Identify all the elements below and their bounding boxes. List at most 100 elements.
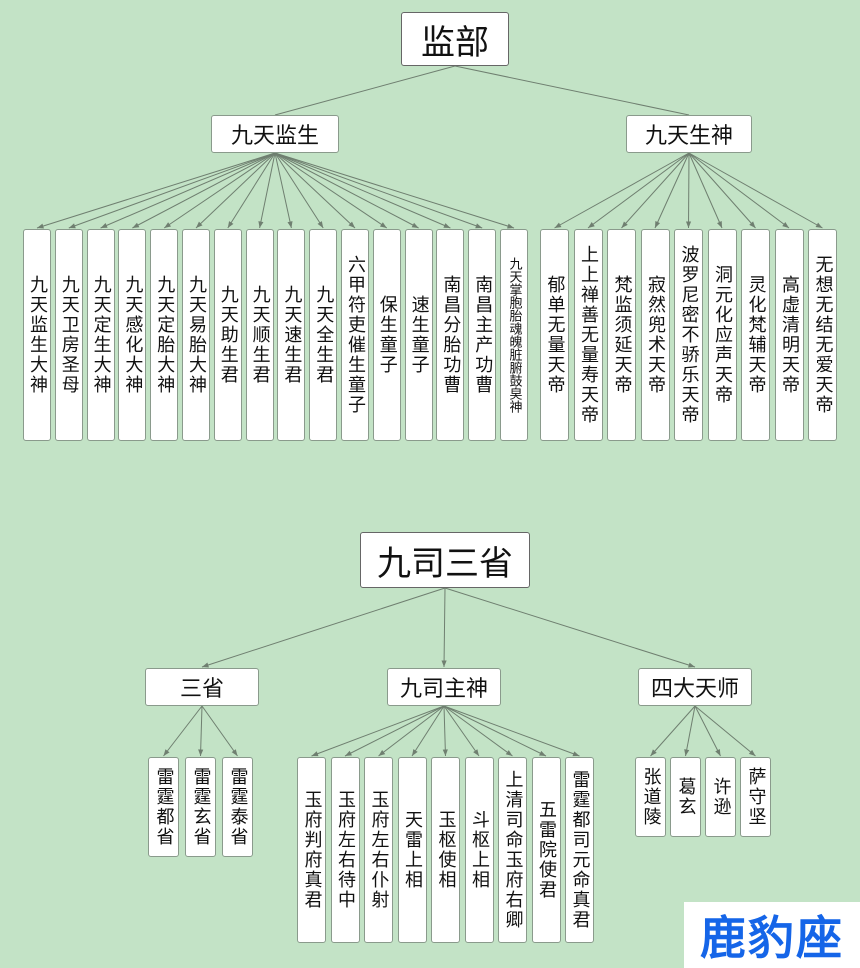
connector-arrowhead (411, 222, 419, 228)
connector-arrowhead (378, 750, 386, 756)
jiusi-zhushen-node: 九司主神 (387, 668, 501, 706)
connector-arrowhead (688, 662, 695, 668)
connector-arrowhead (412, 749, 418, 756)
connector-line (443, 587, 446, 668)
shengshen-leaf-2: 上上禅善无量寿天帝 (573, 229, 603, 441)
connector-line (274, 152, 292, 229)
connector-arrowhead (717, 221, 722, 228)
connector-arrowhead (749, 221, 756, 228)
connector-line (274, 152, 419, 229)
connector-arrowhead (782, 222, 789, 228)
connector-arrowhead (441, 660, 447, 667)
shengshen-leaf-8: 高虚清明天帝 (774, 229, 804, 441)
connector-line (274, 65, 456, 116)
jiansheng-leaf-12: 保生童子 (372, 229, 401, 441)
jiansheng-leaf-2: 九天卫房圣母 (54, 229, 83, 441)
connector-arrowhead (505, 750, 513, 756)
jiansheng-leaf-1: 九天监生大神 (23, 229, 51, 441)
connector-line (274, 152, 388, 229)
connector-line (163, 705, 203, 757)
jiutian-shengshen-node: 九天生神 (626, 115, 752, 153)
connector-line (443, 705, 480, 757)
jiansheng-leaf-10: 九天全生君 (309, 229, 338, 441)
connector-arrowhead (345, 750, 352, 756)
connector-line (454, 65, 690, 116)
connector-line (227, 152, 276, 229)
connector-line (311, 705, 445, 757)
connector-line (274, 152, 356, 229)
zhushen-leaf-3: 玉府左右仆射 (364, 757, 393, 943)
shengshen-leaf-6: 洞元化应声天帝 (707, 229, 737, 441)
connector-line (443, 705, 580, 757)
zhushen-leaf-6: 斗枢上相 (464, 757, 494, 943)
jianbu-title: 监部 (401, 12, 509, 66)
shengshen-leaf-7: 灵化梵辅天帝 (741, 229, 770, 441)
connector-line (650, 705, 696, 757)
connector-line (411, 705, 445, 757)
connector-arrowhead (507, 223, 514, 229)
jiutian-jiansheng-node: 九天监生 (211, 115, 339, 153)
connector-arrowhead (317, 221, 324, 228)
connector-arrowhead (311, 751, 319, 757)
shengshen-leaf-9: 无想无结无爱天帝 (808, 229, 837, 441)
connector-arrowhead (379, 222, 387, 228)
connector-arrowhead (443, 223, 451, 228)
connector-arrowhead (348, 221, 355, 228)
connector-arrowhead (588, 222, 595, 228)
jiusi-sansheng-title: 九司三省 (360, 532, 530, 588)
connector-arrowhead (539, 750, 546, 756)
sansheng-node: 三省 (145, 668, 259, 706)
connector-arrowhead (442, 749, 448, 756)
connector-line (201, 705, 238, 757)
jiansheng-leaf-5: 九天定胎大神 (150, 229, 179, 441)
shengshen-leaf-1: 郁单无量天帝 (540, 229, 569, 441)
connector-line (68, 152, 276, 229)
jiansheng-leaf-14: 南昌分胎功曹 (436, 229, 465, 441)
connector-line (274, 152, 451, 229)
connector-line (444, 587, 696, 668)
connector-line (201, 587, 446, 668)
shengshen-leaf-3: 梵监须延天帝 (607, 229, 636, 441)
connector-arrowhead (227, 221, 234, 228)
connector-arrowhead (37, 223, 44, 229)
connector-line (685, 705, 696, 757)
connector-arrowhead (258, 221, 264, 228)
tianshi-leaf-3: 许逊 (705, 757, 736, 837)
tianshi-leaf-2: 葛玄 (670, 757, 701, 837)
connector-line (274, 152, 483, 229)
connector-line (259, 152, 276, 229)
connector-line (688, 152, 723, 229)
connector-line (200, 705, 203, 757)
connector-arrowhead (196, 221, 203, 228)
connector-line (378, 705, 445, 757)
connector-arrowhead (473, 749, 479, 756)
jiansheng-leaf-11: 六甲符吏催生童子 (341, 229, 369, 441)
sansheng-leaf-3: 雷霆泰省 (222, 757, 253, 857)
connector-arrowhead (554, 222, 562, 228)
connector-line (163, 152, 276, 229)
zhushen-leaf-1: 玉府判府真君 (297, 757, 326, 943)
connector-arrowhead (685, 221, 692, 228)
shengshen-leaf-4: 寂然兜术天帝 (640, 229, 670, 441)
zhushen-leaf-5: 玉枢使相 (431, 757, 460, 943)
connector-arrowhead (684, 749, 690, 756)
sida-tianshi-node: 四大天师 (638, 668, 752, 706)
jiansheng-leaf-4: 九天感化大神 (118, 229, 147, 441)
connector-line (100, 152, 276, 229)
connector-line (688, 152, 756, 229)
connector-arrowhead (163, 749, 170, 756)
jiansheng-leaf-3: 九天定生大神 (86, 229, 115, 441)
connector-arrowhead (815, 222, 823, 228)
sansheng-leaf-1: 雷霆都省 (148, 757, 179, 857)
connector-line (132, 152, 276, 229)
sansheng-leaf-2: 雷霆玄省 (185, 757, 216, 857)
jiansheng-leaf-6: 九天易胎大神 (182, 229, 210, 441)
connector-line (344, 705, 445, 757)
connector-line (694, 705, 756, 757)
jiansheng-leaf-8: 九天顺生君 (245, 229, 274, 441)
connector-arrowhead (475, 223, 483, 229)
jiansheng-leaf-15: 南昌主产功曹 (468, 229, 497, 441)
connector-arrowhead (198, 749, 204, 756)
zhushen-leaf-9: 雷霆都司元命真君 (565, 757, 594, 943)
jiansheng-leaf-13: 速生童子 (404, 229, 433, 441)
